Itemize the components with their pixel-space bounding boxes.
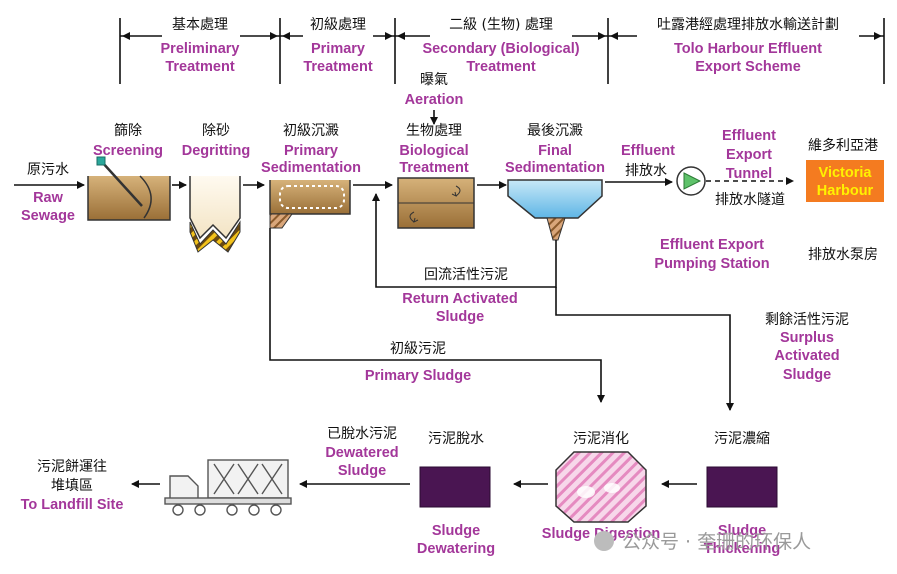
dewatered-zh: 已脫水污泥 bbox=[327, 426, 397, 442]
stage-1-en-1: Preliminary bbox=[161, 41, 240, 57]
final-sed-zh: 最後沉澱 bbox=[527, 123, 583, 139]
victoria-zh: 維多利亞港 bbox=[808, 137, 878, 154]
thickening-en-1: Sludge bbox=[718, 523, 766, 539]
screening-zh: 篩除 bbox=[114, 123, 142, 139]
pumping-station-zh: 排放水泵房 bbox=[808, 247, 878, 263]
watermark-text: 公众号 · 奎珊的环保人 bbox=[622, 531, 811, 553]
stage-3-en-1: Secondary (Biological) bbox=[422, 41, 579, 57]
surplus-sludge-line bbox=[555, 287, 734, 411]
primary-sed-tank bbox=[269, 180, 351, 229]
surplus-sludge-en-3: Sludge bbox=[783, 367, 831, 383]
truck-icon bbox=[164, 459, 292, 516]
landfill-zh-1: 污泥餅運往 bbox=[37, 458, 107, 475]
final-sed-en-2: Sedimentation bbox=[505, 160, 605, 176]
dewatering-zh: 污泥脫水 bbox=[428, 431, 484, 447]
stage-1-en-2: Treatment bbox=[165, 59, 234, 75]
thickening-en-2: Thickening bbox=[704, 541, 781, 557]
stage-4-en-2: Export Scheme bbox=[695, 59, 801, 75]
raw-sewage-zh: 原污水 bbox=[27, 162, 69, 178]
primary-sludge-zh: 初級污泥 bbox=[390, 340, 446, 357]
final-sed-en-1: Final bbox=[538, 143, 572, 159]
primary-sed-en-2: Sedimentation bbox=[261, 160, 361, 176]
export-tunnel-en-2: Export bbox=[726, 147, 772, 163]
surplus-sludge-en-2: Activated bbox=[774, 348, 839, 364]
raw-sewage-en-2: Sewage bbox=[21, 208, 75, 224]
degritting-zh: 除砂 bbox=[202, 123, 230, 139]
stage-2-en-2: Treatment bbox=[303, 59, 372, 75]
dewatering-en-1: Sludge bbox=[432, 523, 480, 539]
primary-sludge-en: Primary Sludge bbox=[365, 368, 471, 384]
surplus-sludge-zh: 剩餘活性污泥 bbox=[765, 311, 849, 328]
victoria-harbour-box bbox=[806, 160, 884, 202]
digestion-zh: 污泥消化 bbox=[573, 431, 629, 447]
watermark-icon bbox=[594, 531, 614, 551]
screening-tank bbox=[87, 156, 171, 221]
landfill-en: To Landfill Site bbox=[21, 497, 124, 513]
digestion-tank bbox=[555, 451, 647, 523]
return-sludge-en-2: Sludge bbox=[436, 309, 484, 325]
return-sludge-en-1: Return Activated bbox=[402, 291, 517, 307]
stage-2-zh: 初級處理 bbox=[310, 16, 366, 33]
primary-sludge-line bbox=[269, 228, 605, 403]
victoria-en-1: Victoria bbox=[819, 165, 873, 181]
stage-4-zh: 吐露港經處理排放水輸送計劃 bbox=[657, 17, 839, 33]
raw-sewage-en-1: Raw bbox=[33, 190, 64, 206]
stage-2-en-1: Primary bbox=[311, 41, 365, 57]
screening-en: Screening bbox=[93, 143, 163, 159]
primary-sed-en-1: Primary bbox=[284, 143, 338, 159]
degritting-tank bbox=[189, 176, 241, 253]
export-tunnel-zh: 排放水隧道 bbox=[715, 192, 785, 208]
pump-icon bbox=[676, 166, 706, 196]
aeration-en: Aeration bbox=[405, 92, 464, 108]
pumping-station-en-2: Pumping Station bbox=[654, 256, 769, 272]
export-tunnel-en-1: Effluent bbox=[722, 128, 776, 144]
degritting-en: Degritting bbox=[182, 143, 250, 159]
victoria-en-2: Harbour bbox=[817, 183, 874, 199]
dewatered-en-1: Dewatered bbox=[325, 445, 398, 461]
export-tunnel-en-3: Tunnel bbox=[726, 166, 772, 182]
bio-treatment-tank bbox=[397, 177, 475, 229]
thickening-zh: 污泥濃縮 bbox=[714, 431, 770, 447]
return-sludge-zh: 回流活性污泥 bbox=[424, 267, 508, 283]
primary-sed-zh: 初級沉澱 bbox=[283, 122, 339, 139]
effluent-zh: 排放水 bbox=[625, 163, 667, 179]
stage-3-zh: 二級 (生物) 處理 bbox=[449, 17, 553, 33]
return-sludge-line bbox=[372, 193, 557, 288]
stage-1-zh: 基本處理 bbox=[172, 16, 228, 33]
dewatering-unit bbox=[419, 466, 491, 508]
dewatered-en-2: Sludge bbox=[338, 463, 386, 479]
dewatering-en-2: Dewatering bbox=[417, 541, 495, 557]
stage-3-en-2: Treatment bbox=[466, 59, 535, 75]
bio-treatment-en-1: Biological bbox=[399, 143, 468, 159]
effluent-en: Effluent bbox=[621, 143, 675, 159]
bio-treatment-zh: 生物處理 bbox=[406, 123, 462, 139]
bio-treatment-en-2: Treatment bbox=[399, 160, 468, 176]
aeration-zh: 曝氣 bbox=[420, 72, 448, 88]
final-sed-tank bbox=[507, 179, 603, 241]
pumping-station-en-1: Effluent Export bbox=[660, 237, 764, 253]
thickening-tank bbox=[706, 466, 778, 508]
landfill-zh-2: 堆填區 bbox=[51, 478, 93, 494]
stage-4-en-1: Tolo Harbour Effluent bbox=[674, 41, 822, 57]
surplus-sludge-en-1: Surplus bbox=[780, 330, 834, 346]
